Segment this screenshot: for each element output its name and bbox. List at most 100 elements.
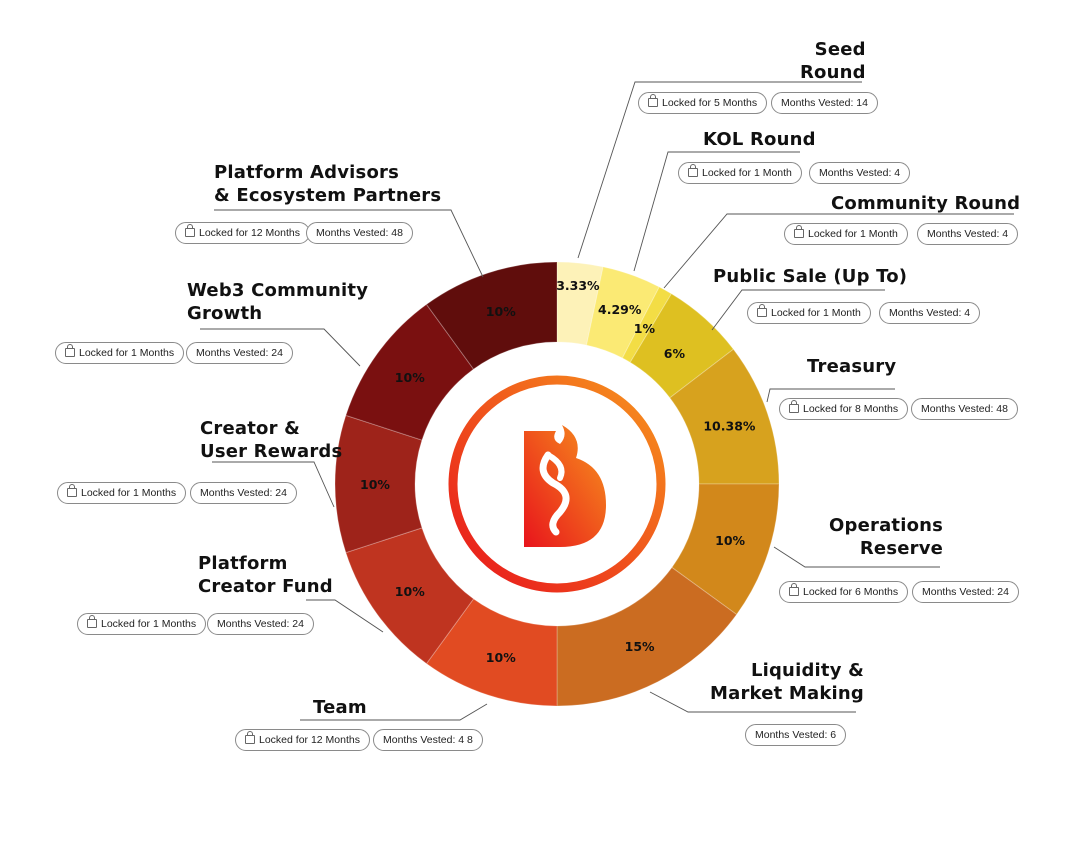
leader-line-kol-round xyxy=(633,151,800,272)
slice-value-seed-round: 3.33% xyxy=(556,278,600,293)
callout-label-public-sale-up-to: Public Sale (Up To) xyxy=(713,266,908,287)
locked-text: Locked for 8 Months xyxy=(803,403,899,415)
slice-value-public-sale-up-to: 6% xyxy=(664,346,686,361)
leader-line-seed-round xyxy=(577,81,862,259)
callout-label-kol-round: KOL Round xyxy=(703,129,816,150)
leader-line-operations-reserve xyxy=(773,546,940,568)
locked-text: Locked for 1 Months xyxy=(81,487,177,499)
slice-platform-creator-fund[interactable] xyxy=(345,527,475,665)
slice-value-community-round: 1% xyxy=(634,321,656,336)
locked-pill-creator-user-rewards: Locked for 1 Months xyxy=(57,482,187,504)
locked-text: Locked for 1 Months xyxy=(79,347,175,359)
slice-value-operations-reserve: 10% xyxy=(715,533,745,548)
slice-value-platform-advisors-ecosystem-partners: 10% xyxy=(486,304,516,319)
vested-text: Months Vested: 4 xyxy=(819,167,901,179)
leader-line-platform-advisors-ecosystem-partners xyxy=(214,209,484,278)
slice-operations-reserve[interactable] xyxy=(671,483,780,616)
locked-text: Locked for 12 Months xyxy=(199,227,300,239)
slice-kol-round[interactable] xyxy=(585,266,660,359)
lock-icon xyxy=(789,400,799,413)
vested-text: Months Vested: 24 xyxy=(200,487,287,499)
callout-label-treasury: Treasury xyxy=(807,356,897,377)
vested-pill-team: Months Vested: 4 8 xyxy=(373,729,483,751)
vested-pill-community-round: Months Vested: 4 xyxy=(917,223,1019,245)
locked-text: Locked for 1 Month xyxy=(771,307,861,319)
leader-line-creator-user-rewards xyxy=(212,461,335,508)
callout-label-platform-creator-fund: Platform Creator Fund xyxy=(198,553,333,597)
vested-text: Months Vested: 4 xyxy=(889,307,971,319)
callout-label-community-round: Community Round xyxy=(831,193,1021,214)
locked-pill-treasury: Locked for 8 Months xyxy=(779,398,909,420)
lock-icon xyxy=(245,731,255,744)
lock-icon xyxy=(789,583,799,596)
vested-text: Months Vested: 24 xyxy=(196,347,283,359)
locked-text: Locked for 5 Months xyxy=(662,97,758,109)
locked-pill-seed-round: Locked for 5 Months xyxy=(638,92,768,114)
locked-text: Locked for 1 Month xyxy=(808,228,898,240)
vested-pill-kol-round: Months Vested: 4 xyxy=(809,162,911,184)
slice-creator-user-rewards[interactable] xyxy=(334,414,423,554)
lock-icon xyxy=(648,94,658,107)
locked-pill-operations-reserve: Locked for 6 Months xyxy=(779,581,909,603)
locked-pill-public-sale-up-to: Locked for 1 Month xyxy=(747,302,871,324)
vested-pill-treasury: Months Vested: 48 xyxy=(911,398,1018,420)
leader-line-treasury xyxy=(766,388,895,403)
slice-web3-community-growth[interactable] xyxy=(345,303,475,441)
callout-label-platform-advisors-ecosystem-partners: Platform Advisors & Ecosystem Partners xyxy=(214,162,442,206)
callout-label-liquidity-market-making: Liquidity & Market Making xyxy=(710,660,865,704)
lock-icon xyxy=(185,224,195,237)
callout-label-operations-reserve: Operations Reserve xyxy=(829,515,944,559)
vested-text: Months Vested: 6 xyxy=(755,729,837,741)
leader-line-web3-community-growth xyxy=(200,328,361,367)
vested-pill-public-sale-up-to: Months Vested: 4 xyxy=(879,302,981,324)
vested-pill-operations-reserve: Months Vested: 24 xyxy=(912,581,1019,603)
locked-text: Locked for 1 Month xyxy=(702,167,792,179)
vested-pill-platform-creator-fund: Months Vested: 24 xyxy=(207,613,314,635)
vested-text: Months Vested: 48 xyxy=(921,403,1008,415)
b-flame-logo-icon xyxy=(421,348,693,620)
locked-text: Locked for 12 Months xyxy=(259,734,360,746)
slice-value-team: 10% xyxy=(486,650,516,665)
lock-icon xyxy=(688,164,698,177)
slice-value-liquidity-market-making: 15% xyxy=(625,639,655,654)
slice-team[interactable] xyxy=(425,598,558,707)
callout-label-seed-round: Seed Round xyxy=(800,39,866,83)
leader-line-community-round xyxy=(663,213,1014,289)
slice-platform-advisors-ecosystem-partners[interactable] xyxy=(425,261,558,370)
locked-pill-web3-community-growth: Locked for 1 Months xyxy=(55,342,185,364)
vested-pill-platform-advisors-ecosystem-partners: Months Vested: 48 xyxy=(306,222,413,244)
slice-value-web3-community-growth: 10% xyxy=(395,370,425,385)
slice-value-kol-round: 4.29% xyxy=(598,302,642,317)
lock-icon xyxy=(65,344,75,357)
vested-text: Months Vested: 24 xyxy=(922,586,1009,598)
callout-label-creator-user-rewards: Creator & User Rewards xyxy=(200,418,343,462)
vested-pill-creator-user-rewards: Months Vested: 24 xyxy=(190,482,297,504)
vested-text: Months Vested: 4 xyxy=(927,228,1009,240)
vested-text: Months Vested: 4 8 xyxy=(383,734,473,746)
locked-text: Locked for 1 Months xyxy=(101,618,197,630)
slice-value-treasury: 10.38% xyxy=(703,419,756,434)
locked-pill-team: Locked for 12 Months xyxy=(235,729,370,751)
slice-community-round[interactable] xyxy=(621,286,673,364)
slice-value-creator-user-rewards: 10% xyxy=(360,477,390,492)
vested-pill-liquidity-market-making: Months Vested: 6 xyxy=(745,724,847,746)
locked-pill-platform-advisors-ecosystem-partners: Locked for 12 Months xyxy=(175,222,310,244)
callout-label-web3-community-growth: Web3 Community Growth xyxy=(187,280,369,324)
lock-icon xyxy=(757,304,767,317)
vested-text: Months Vested: 48 xyxy=(316,227,403,239)
lock-icon xyxy=(67,484,77,497)
vested-text: Months Vested: 14 xyxy=(781,97,868,109)
lock-icon xyxy=(794,225,804,238)
locked-pill-kol-round: Locked for 1 Month xyxy=(678,162,802,184)
leader-line-public-sale-up-to xyxy=(711,289,885,331)
locked-text: Locked for 6 Months xyxy=(803,586,899,598)
slice-value-platform-creator-fund: 10% xyxy=(395,584,425,599)
callout-label-team: Team xyxy=(313,697,367,718)
locked-pill-platform-creator-fund: Locked for 1 Months xyxy=(77,613,207,635)
slice-seed-round[interactable] xyxy=(556,261,604,346)
slice-liquidity-market-making[interactable] xyxy=(556,566,738,707)
leader-line-liquidity-market-making xyxy=(649,691,856,713)
vested-pill-seed-round: Months Vested: 14 xyxy=(771,92,878,114)
lock-icon xyxy=(87,615,97,628)
